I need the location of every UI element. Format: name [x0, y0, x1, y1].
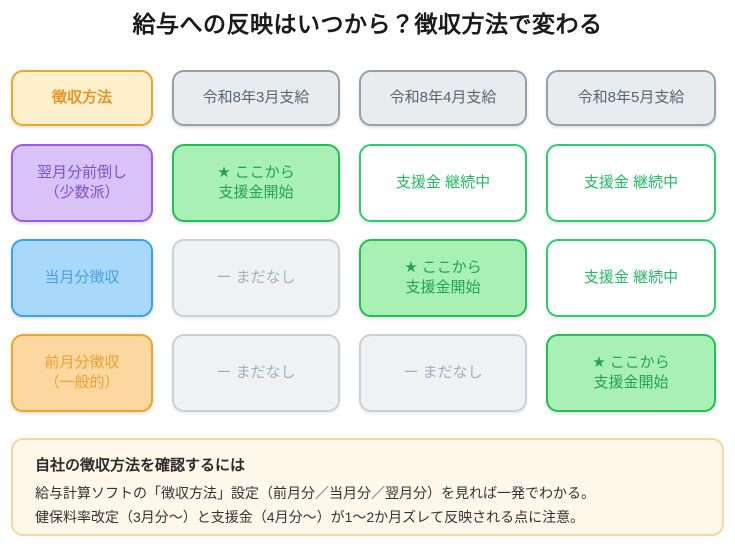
page-title: 給与への反映はいつから？徴収方法で変わる [132, 11, 603, 37]
cell-r3-c3-text: ★ ここから 支援金開始 [592, 354, 670, 391]
cell-r1-c2: 支援金 継続中 [359, 144, 527, 222]
cell-r2-c2: ★ ここから 支援金開始 [359, 239, 527, 317]
collection-method-matrix: 徴収方法 令和8年3月支給 令和8年4月支給 令和8年5月支給 翌月分前倒し （… [11, 70, 724, 429]
row-label-text: 前月分徴収 （一般的） [44, 354, 120, 391]
row-label-text: 翌月分前倒し （少数派） [36, 164, 127, 201]
cell-r3-c3: ★ ここから 支援金開始 [546, 334, 716, 412]
header-month-3-text: 令和8年5月支給 [577, 89, 685, 106]
header-cell-collection-method: 徴収方法 [11, 70, 153, 126]
note-line-2: 健保料率改定（3月分〜）と支援金（4月分〜）が1〜2か月ズレて反映される点に注意… [35, 509, 585, 525]
matrix-row: 当月分徴収 ー まだなし ★ ここから 支援金開始 支援金 継続中 [11, 239, 724, 317]
cell-r1-c2-text: 支援金 継続中 [395, 174, 491, 191]
row-label-current-month: 当月分徴収 [11, 239, 153, 317]
matrix-row: 前月分徴収 （一般的） ー まだなし ー まだなし ★ ここから 支援金開始 [11, 334, 724, 412]
header-month-2-text: 令和8年4月支給 [389, 89, 497, 106]
cell-r3-c2-text: ー まだなし [403, 364, 483, 381]
row-label-next-month-advance: 翌月分前倒し （少数派） [11, 144, 153, 222]
matrix-row: 翌月分前倒し （少数派） ★ ここから 支援金開始 支援金 継続中 支援金 継続… [11, 144, 724, 222]
cell-r3-c2: ー まだなし [359, 334, 527, 412]
cell-r3-c1-text: ー まだなし [216, 364, 296, 381]
header-cell-month-2: 令和8年4月支給 [359, 70, 527, 126]
header-cell-month-1: 令和8年3月支給 [172, 70, 340, 126]
note-heading: 自社の徴収方法を確認するには [35, 457, 246, 474]
header-label-text: 徴収方法 [51, 89, 112, 106]
header-month-1-text: 令和8年3月支給 [202, 89, 310, 106]
cell-r2-c1: ー まだなし [172, 239, 340, 317]
note-box: 自社の徴収方法を確認するには 給与計算ソフトの「徴収方法」設定（前月分／当月分／… [11, 438, 724, 536]
cell-r2-c1-text: ー まだなし [216, 269, 296, 286]
cell-r1-c1: ★ ここから 支援金開始 [172, 144, 340, 222]
header-cell-month-3: 令和8年5月支給 [546, 70, 716, 126]
cell-r1-c3-text: 支援金 継続中 [583, 174, 679, 191]
cell-r2-c3: 支援金 継続中 [546, 239, 716, 317]
cell-r1-c1-text: ★ ここから 支援金開始 [217, 164, 295, 201]
cell-r2-c2-text: ★ ここから 支援金開始 [404, 259, 482, 296]
cell-r2-c3-text: 支援金 継続中 [583, 269, 679, 286]
row-label-previous-month: 前月分徴収 （一般的） [11, 334, 153, 412]
note-line-1: 給与計算ソフトの「徴収方法」設定（前月分／当月分／翌月分）を見れば一発でわかる。 [35, 485, 595, 501]
cell-r1-c3: 支援金 継続中 [546, 144, 716, 222]
cell-r3-c1: ー まだなし [172, 334, 340, 412]
row-label-text: 当月分徴収 [44, 269, 120, 286]
matrix-header-row: 徴収方法 令和8年3月支給 令和8年4月支給 令和8年5月支給 [11, 70, 724, 126]
